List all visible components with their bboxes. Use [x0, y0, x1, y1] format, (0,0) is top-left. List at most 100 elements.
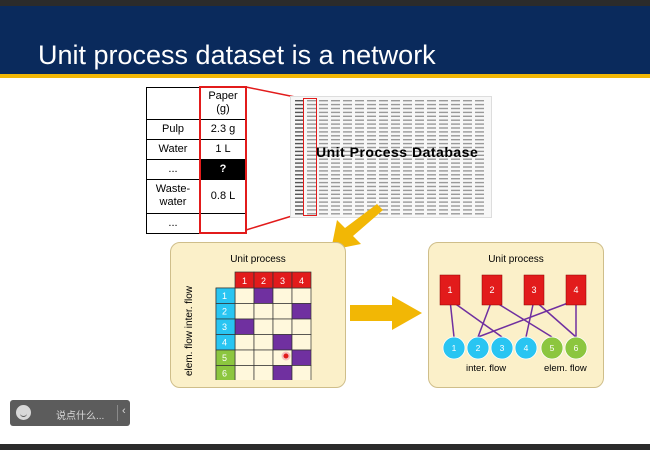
db-cell [451, 189, 460, 192]
db-cell [379, 154, 388, 156]
db-cell [451, 103, 460, 106]
db-cell [379, 119, 388, 121]
db-cell [307, 100, 316, 102]
db-cell [475, 170, 484, 172]
db-cell [475, 100, 484, 102]
db-cell [355, 123, 364, 125]
db-cell [319, 142, 328, 145]
db-cell [379, 123, 388, 125]
db-cell [415, 158, 424, 160]
flow-node [514, 336, 538, 360]
matrix-cell [234, 365, 255, 380]
db-cell [403, 135, 412, 137]
db-cell [391, 213, 400, 215]
db-cell [331, 205, 340, 207]
db-cell [379, 178, 388, 180]
db-cell [331, 139, 340, 141]
chat-input-bar[interactable]: 说点什么... ‹ [10, 400, 130, 426]
db-cell [391, 135, 400, 137]
db-cell [415, 162, 424, 164]
db-cell [367, 197, 376, 199]
db-cell [295, 142, 304, 145]
db-cell [343, 135, 352, 137]
matrix-cell [272, 287, 293, 304]
db-cell [319, 189, 328, 192]
db-cell [391, 127, 400, 129]
flow-value: 0.8 L [199, 178, 247, 214]
db-cell [367, 146, 376, 149]
db-cell [463, 111, 472, 114]
db-cell [355, 205, 364, 207]
db-cell [379, 213, 388, 215]
process-node-label: 2 [489, 285, 494, 295]
matrix-cell [234, 303, 255, 320]
db-cell [451, 115, 460, 117]
db-cell [379, 139, 388, 141]
chevron-left-icon[interactable]: ‹ [122, 405, 126, 417]
db-cell [403, 185, 412, 188]
db-cell [415, 201, 424, 203]
db-cell [403, 123, 412, 125]
db-cell [379, 197, 388, 199]
db-cell [295, 166, 304, 168]
db-cell [427, 139, 436, 141]
db-cell [415, 119, 424, 121]
db-cell [427, 150, 436, 153]
db-cell [439, 170, 448, 172]
db-cell [451, 166, 460, 168]
database-highlight-column [303, 98, 317, 216]
db-cell [415, 146, 424, 149]
db-cell [307, 115, 316, 117]
bottom-frame-bar [0, 444, 650, 450]
db-cell [295, 135, 304, 137]
db-cell [355, 213, 364, 215]
db-cell [475, 103, 484, 106]
db-cell [307, 209, 316, 211]
chat-placeholder[interactable]: 说点什么... [56, 411, 105, 422]
db-cell [415, 150, 424, 153]
db-cell [475, 181, 484, 184]
db-cell [391, 111, 400, 114]
db-cell [391, 174, 400, 176]
matrix-cell [291, 287, 312, 304]
db-cell [463, 146, 472, 149]
db-cell [379, 142, 388, 145]
db-cell [295, 209, 304, 211]
db-cell [295, 111, 304, 114]
db-cell [427, 135, 436, 137]
db-cell [451, 178, 460, 180]
db-cell [319, 213, 328, 215]
db-cell [391, 100, 400, 102]
db-cell [439, 146, 448, 149]
db-cell [391, 185, 400, 188]
db-cell [391, 193, 400, 195]
elem-flow-label: elem. flow [544, 363, 587, 374]
db-cell [295, 189, 304, 192]
db-cell [403, 154, 412, 156]
slide-header: Unit process dataset is a network [0, 6, 650, 74]
db-cell [367, 201, 376, 203]
db-cell [379, 205, 388, 207]
db-cell [391, 131, 400, 133]
db-cell [391, 170, 400, 172]
db-cell [295, 119, 304, 121]
db-cell [343, 107, 352, 110]
db-cell [475, 135, 484, 137]
db-cell [451, 193, 460, 195]
smiley-icon[interactable] [16, 405, 31, 420]
db-cell [403, 131, 412, 133]
db-cell [427, 170, 436, 172]
db-cell [331, 193, 340, 195]
db-cell [439, 115, 448, 117]
db-cell [439, 209, 448, 211]
db-cell [379, 131, 388, 133]
db-cell [355, 131, 364, 133]
db-cell [415, 139, 424, 141]
db-cell [415, 166, 424, 168]
db-cell [427, 158, 436, 160]
db-cell [415, 154, 424, 156]
db-cell [463, 135, 472, 137]
db-cell [319, 154, 328, 156]
db-cell [439, 193, 448, 195]
